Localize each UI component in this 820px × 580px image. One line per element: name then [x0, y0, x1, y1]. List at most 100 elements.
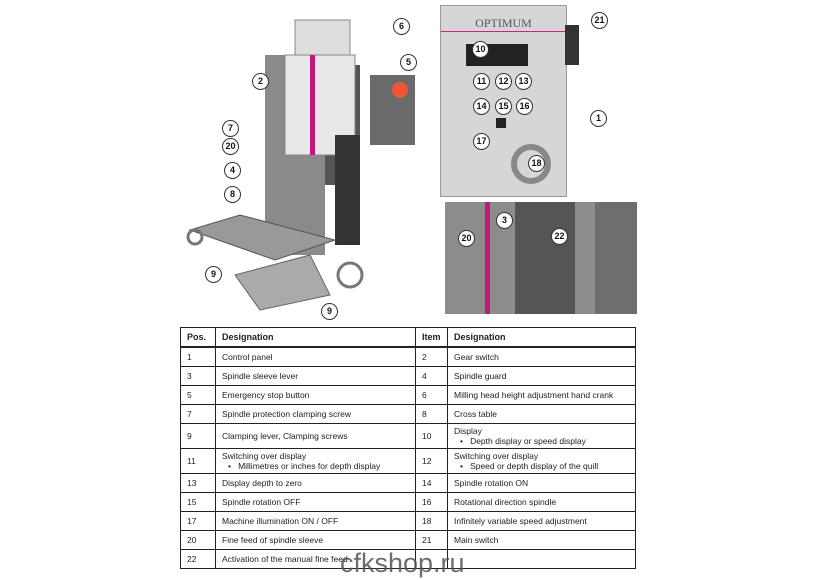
designation-cell-text: Emergency stop button — [222, 390, 310, 400]
pos-cell: 5 — [180, 385, 216, 405]
item-cell-text: 10 — [422, 431, 432, 441]
pos-cell: 13 — [180, 473, 216, 493]
callout-9: 9 — [205, 266, 222, 283]
bullet-text: Speed or depth display of the quill — [470, 461, 599, 471]
table-header: Pos. Designation Item Designation — [180, 327, 636, 348]
table-row: 9 Clamping lever, Clamping screws 10 Displa… — [180, 423, 636, 449]
callout-8: 8 — [224, 186, 241, 203]
table-row: 13 Display depth to zero 14 Spindle rotatio… — [180, 473, 636, 493]
item-cell: 2 — [415, 346, 448, 367]
callout-12: 12 — [495, 73, 512, 90]
callout-7: 7 — [222, 120, 239, 137]
designation-table: Pos. Designation Item Designation 1 Contr… — [180, 327, 636, 569]
designation-cell-text: Spindle rotation OFF — [222, 497, 301, 507]
callout-16: 16 — [516, 98, 533, 115]
designation-2-cell: Switching over display• Speed or depth d… — [447, 448, 636, 474]
designation-2-cell: Infinitely variable speed adjustment — [447, 511, 636, 531]
item-cell-text: 2 — [422, 352, 427, 362]
pos-cell-text: 7 — [187, 409, 192, 419]
designation-cell: Emergency stop button — [215, 385, 416, 405]
designation-cell-text: Switching over display — [222, 451, 307, 461]
callout-21: 21 — [591, 12, 608, 29]
header-pos: Pos. — [180, 327, 216, 348]
designation-2-cell: Spindle guard — [447, 366, 636, 386]
pos-cell: 9 — [180, 423, 216, 449]
header-item: Item — [415, 327, 448, 348]
designation-2-cell: Gear switch — [447, 346, 636, 367]
callout-6: 6 — [393, 18, 410, 35]
item-cell: 12 — [415, 448, 448, 474]
pos-cell: 22 — [180, 549, 216, 569]
item-cell: 16 — [415, 492, 448, 512]
callout-1: 1 — [590, 110, 607, 127]
callout-11: 11 — [473, 73, 490, 90]
milling-machine-illustration — [186, 19, 415, 311]
pos-cell-text: 17 — [187, 516, 197, 526]
designation-2-cell-text: Gear switch — [454, 352, 499, 362]
pos-cell-text: 3 — [187, 371, 192, 381]
pos-cell-text: 1 — [187, 352, 192, 362]
callout-18: 18 — [528, 155, 545, 172]
callout-22: 22 — [551, 228, 568, 245]
designation-2-cell-text: Spindle rotation ON — [454, 478, 529, 488]
item-cell: 6 — [415, 385, 448, 405]
brand-logo: OPTIMUM — [441, 16, 566, 32]
designation-2-cell: Main switch — [447, 530, 636, 550]
designation-cell: Display depth to zero — [215, 473, 416, 493]
designation-cell-text: Control panel — [222, 352, 273, 362]
item-cell-text: 12 — [422, 456, 432, 466]
designation-2-cell-text: Rotational direction spindle — [454, 497, 557, 507]
table-row: 22 Activation of the manual fine feed — [180, 549, 636, 569]
callout-20-detail: 20 — [458, 230, 475, 247]
pos-cell-text: 20 — [187, 535, 197, 545]
pos-cell-text: 9 — [187, 431, 192, 441]
designation-2-cell: Rotational direction spindle — [447, 492, 636, 512]
callout-17: 17 — [473, 133, 490, 150]
spindle-detail-image — [445, 202, 637, 314]
pos-cell: 3 — [180, 366, 216, 386]
item-cell-text: 21 — [422, 535, 432, 545]
callout-9b: 9 — [321, 303, 338, 320]
designation-2-cell-text: Switching over display — [454, 451, 539, 461]
pos-cell: 20 — [180, 530, 216, 550]
designation-cell-text: Machine illumination ON / OFF — [222, 516, 339, 526]
pos-cell: 7 — [180, 404, 216, 424]
pos-cell: 1 — [180, 346, 216, 367]
pos-cell-text: 13 — [187, 478, 197, 488]
item-cell-text: 14 — [422, 478, 432, 488]
designation-cell: Spindle sleeve lever — [215, 366, 416, 386]
designation-cell-text: Activation of the manual fine feed — [222, 554, 348, 564]
designation-2-cell — [447, 549, 636, 569]
designation-cell-text: Clamping lever, Clamping screws — [222, 431, 348, 441]
designation-cell-text: Fine feed of spindle sleeve — [222, 535, 324, 545]
designation-cell-text: Spindle sleeve lever — [222, 371, 299, 381]
pos-cell: 17 — [180, 511, 216, 531]
watermark: cfkshop.ru — [340, 548, 465, 578]
pos-cell-text: 22 — [187, 554, 197, 564]
item-cell: 14 — [415, 473, 448, 493]
callout-3: 3 — [496, 212, 513, 229]
designation-cell-text: Display depth to zero — [222, 478, 302, 488]
designation-cell: Control panel — [215, 346, 416, 367]
header-designation-2: Designation — [447, 327, 636, 348]
table-row: 1 Control panel 2 Gear switch — [180, 346, 636, 367]
table-row: 20 Fine feed of spindle sleeve 21 Main swit… — [180, 530, 636, 550]
item-cell: 10 — [415, 423, 448, 449]
item-cell: 21 — [415, 530, 448, 550]
designation-2-cell: Cross table — [447, 404, 636, 424]
callout-14: 14 — [473, 98, 490, 115]
designation-cell: Machine illumination ON / OFF — [215, 511, 416, 531]
designation-2-cell-text: Infinitely variable speed adjustment — [454, 516, 587, 526]
pos-cell-text: 11 — [187, 456, 196, 466]
item-cell-text: 8 — [422, 409, 427, 419]
designation-2-cell-text: Main switch — [454, 535, 499, 545]
designation-2-cell: Display• Depth display or speed display — [447, 423, 636, 449]
item-cell: 8 — [415, 404, 448, 424]
callout-2: 2 — [252, 73, 269, 90]
item-cell-text: 16 — [422, 497, 432, 507]
